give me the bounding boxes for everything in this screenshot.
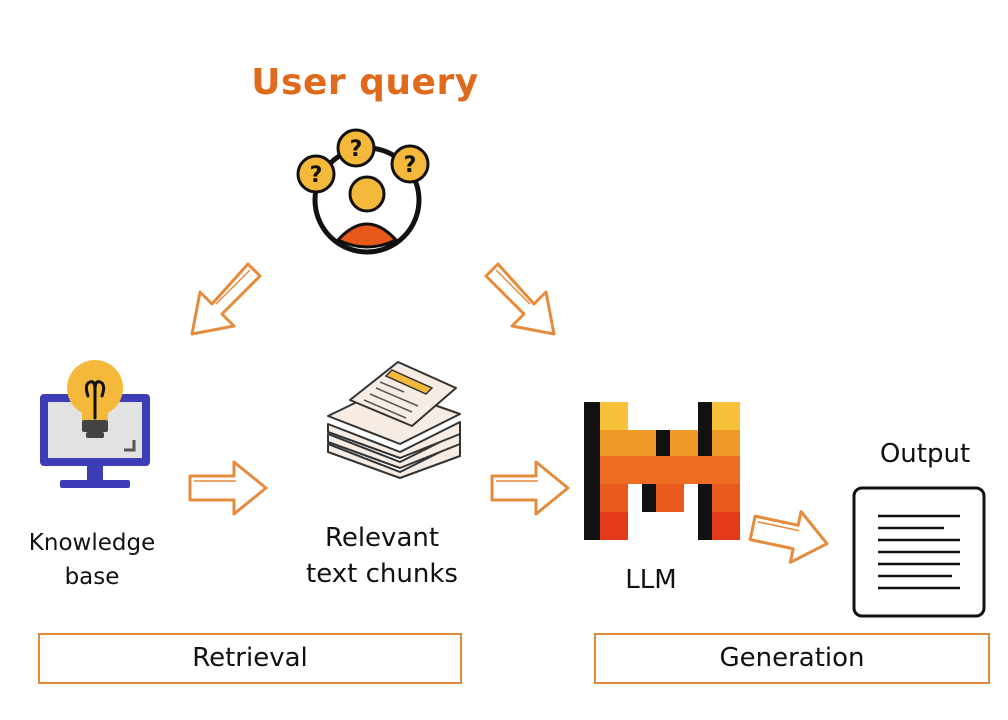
knowledge-base-icon xyxy=(40,360,150,488)
generation-stage-box: Generation xyxy=(594,633,990,684)
arrow-icon-kb-to-chunks xyxy=(188,460,268,516)
svg-text:?: ? xyxy=(350,137,363,162)
arrow-icon-chunks-to-llm xyxy=(490,460,570,516)
retrieval-stage-box: Retrieval xyxy=(38,633,462,684)
diagram-title: User query xyxy=(251,62,479,103)
user-query-icon: ? ? ? xyxy=(296,128,430,255)
arrow-icon-query-to-chunks xyxy=(484,262,556,336)
knowledge-base-label: Knowledge base xyxy=(4,526,180,594)
chunks-label-line-1: Relevant xyxy=(324,523,440,553)
output-label: Output xyxy=(879,439,971,469)
output-document-icon xyxy=(852,486,986,618)
llm-label: LLM xyxy=(625,565,677,595)
text-chunks-icon xyxy=(327,361,461,479)
knowledge-base-label-line-2: base xyxy=(64,564,120,590)
arrow-icon-query-to-kb xyxy=(190,262,262,336)
llm-logo-icon xyxy=(584,402,740,540)
chunks-label: Relevant text chunks xyxy=(280,520,484,592)
svg-text:?: ? xyxy=(310,163,323,188)
svg-text:?: ? xyxy=(404,153,417,178)
chunks-label-line-2: text chunks xyxy=(306,559,458,589)
arrow-icon-llm-to-output xyxy=(748,510,829,564)
knowledge-base-label-line-1: Knowledge xyxy=(28,530,156,556)
